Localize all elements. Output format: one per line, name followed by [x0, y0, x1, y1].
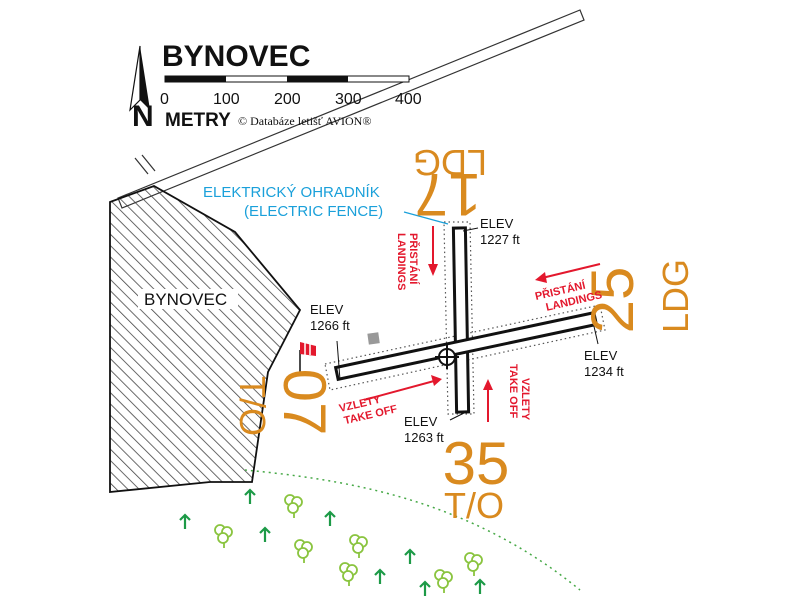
scale-tick-300: 300	[335, 91, 362, 108]
bush-icon	[464, 552, 483, 576]
designator-17-ldg: LDG	[413, 142, 487, 183]
bush-icon	[349, 534, 368, 558]
elev-value-25: 1234 ft	[584, 364, 624, 379]
elev-value-35: 1263 ft	[404, 430, 444, 445]
elev-value-07: 1266 ft	[310, 318, 350, 333]
scale-tick-400: 400	[395, 91, 422, 108]
copyright: © Databáze letišť AVION®	[238, 114, 371, 128]
runway-07-25	[333, 310, 599, 382]
scale-tick-200: 200	[274, 91, 301, 108]
map-title: BYNOVEC	[162, 40, 310, 73]
reference-point-icon	[435, 345, 459, 369]
tree-icon	[374, 568, 386, 584]
landings-17-en: LANDINGS	[395, 233, 407, 290]
designator-35-number: 35	[443, 430, 510, 497]
arrow-takeoff-07	[431, 375, 442, 386]
designator-35-use: T/O	[444, 485, 504, 526]
designator-07-number: 07	[271, 369, 338, 436]
label-takeoff-07: VZLETY TAKE OFF	[338, 394, 399, 428]
bush-icon	[284, 494, 303, 518]
landings-17-cz: PŘISTÁNÍ	[407, 233, 420, 285]
trees	[179, 488, 486, 596]
fence-leader	[403, 211, 449, 225]
label-takeoff-35: VZLETY TAKE OFF	[507, 364, 531, 421]
bush-icon	[214, 524, 233, 548]
designator-25-number: 25	[579, 267, 646, 334]
forest-boundary	[244, 469, 581, 591]
scale-tick-100: 100	[213, 91, 240, 108]
elev-label-35: ELEV	[404, 414, 438, 429]
elev-label-07: ELEV	[310, 302, 344, 317]
designator-17: 17	[415, 161, 482, 228]
designator-07-to: T/O	[232, 376, 273, 436]
building	[367, 332, 380, 345]
bush-icon	[434, 569, 453, 593]
bushes	[214, 494, 483, 593]
label-landings-17: PŘISTÁNÍ LANDINGS	[395, 233, 420, 290]
designator-07-use: T/O	[232, 376, 273, 436]
designator-25: 25	[579, 267, 646, 334]
arrow-takeoff-35	[483, 379, 493, 390]
fence-label-line1: ELEKTRICKÝ OHRADNÍK	[203, 184, 380, 201]
north-arrow	[129, 45, 150, 112]
tree-icon	[259, 526, 271, 542]
designator-17-use: LDG	[413, 142, 487, 183]
elev-label-17: ELEV	[480, 216, 514, 231]
scale-unit: METRY	[165, 110, 231, 131]
village-label: BYNOVEC	[144, 290, 227, 309]
scale-tick-0: 0	[160, 91, 169, 108]
takeoff-35-cz: VZLETY	[519, 378, 531, 421]
arrow-landings-25	[535, 272, 547, 283]
bush-icon	[294, 539, 313, 563]
arrowheads	[428, 264, 547, 390]
runway-strip-boundary	[324, 221, 606, 415]
arrow-landings-17	[428, 264, 438, 276]
designator-17-number: 17	[415, 161, 482, 228]
elev-label-25: ELEV	[584, 348, 618, 363]
tree-icon	[244, 488, 256, 504]
arrows	[363, 226, 601, 422]
elev-value-17: 1227 ft	[480, 232, 520, 247]
designator-25-ldg: LDG	[655, 259, 696, 333]
north-label: N	[132, 100, 154, 133]
village-area	[109, 185, 302, 493]
takeoff-35-en: TAKE OFF	[507, 364, 519, 418]
windsock-icon	[299, 342, 316, 372]
designator-07: 07	[271, 369, 338, 436]
scale-bar	[164, 75, 410, 83]
tree-icon	[179, 513, 191, 529]
tree-icon	[404, 548, 416, 564]
tree-icon	[324, 510, 336, 526]
fence-label-line2: (ELECTRIC FENCE)	[244, 203, 383, 220]
designator-25-use: LDG	[655, 259, 696, 333]
bush-icon	[339, 562, 358, 586]
tree-icon	[474, 578, 486, 594]
runway-17-35	[451, 226, 471, 414]
tree-icon	[419, 580, 431, 596]
village-label-bg	[138, 289, 238, 309]
elevation-leaders	[336, 227, 599, 421]
